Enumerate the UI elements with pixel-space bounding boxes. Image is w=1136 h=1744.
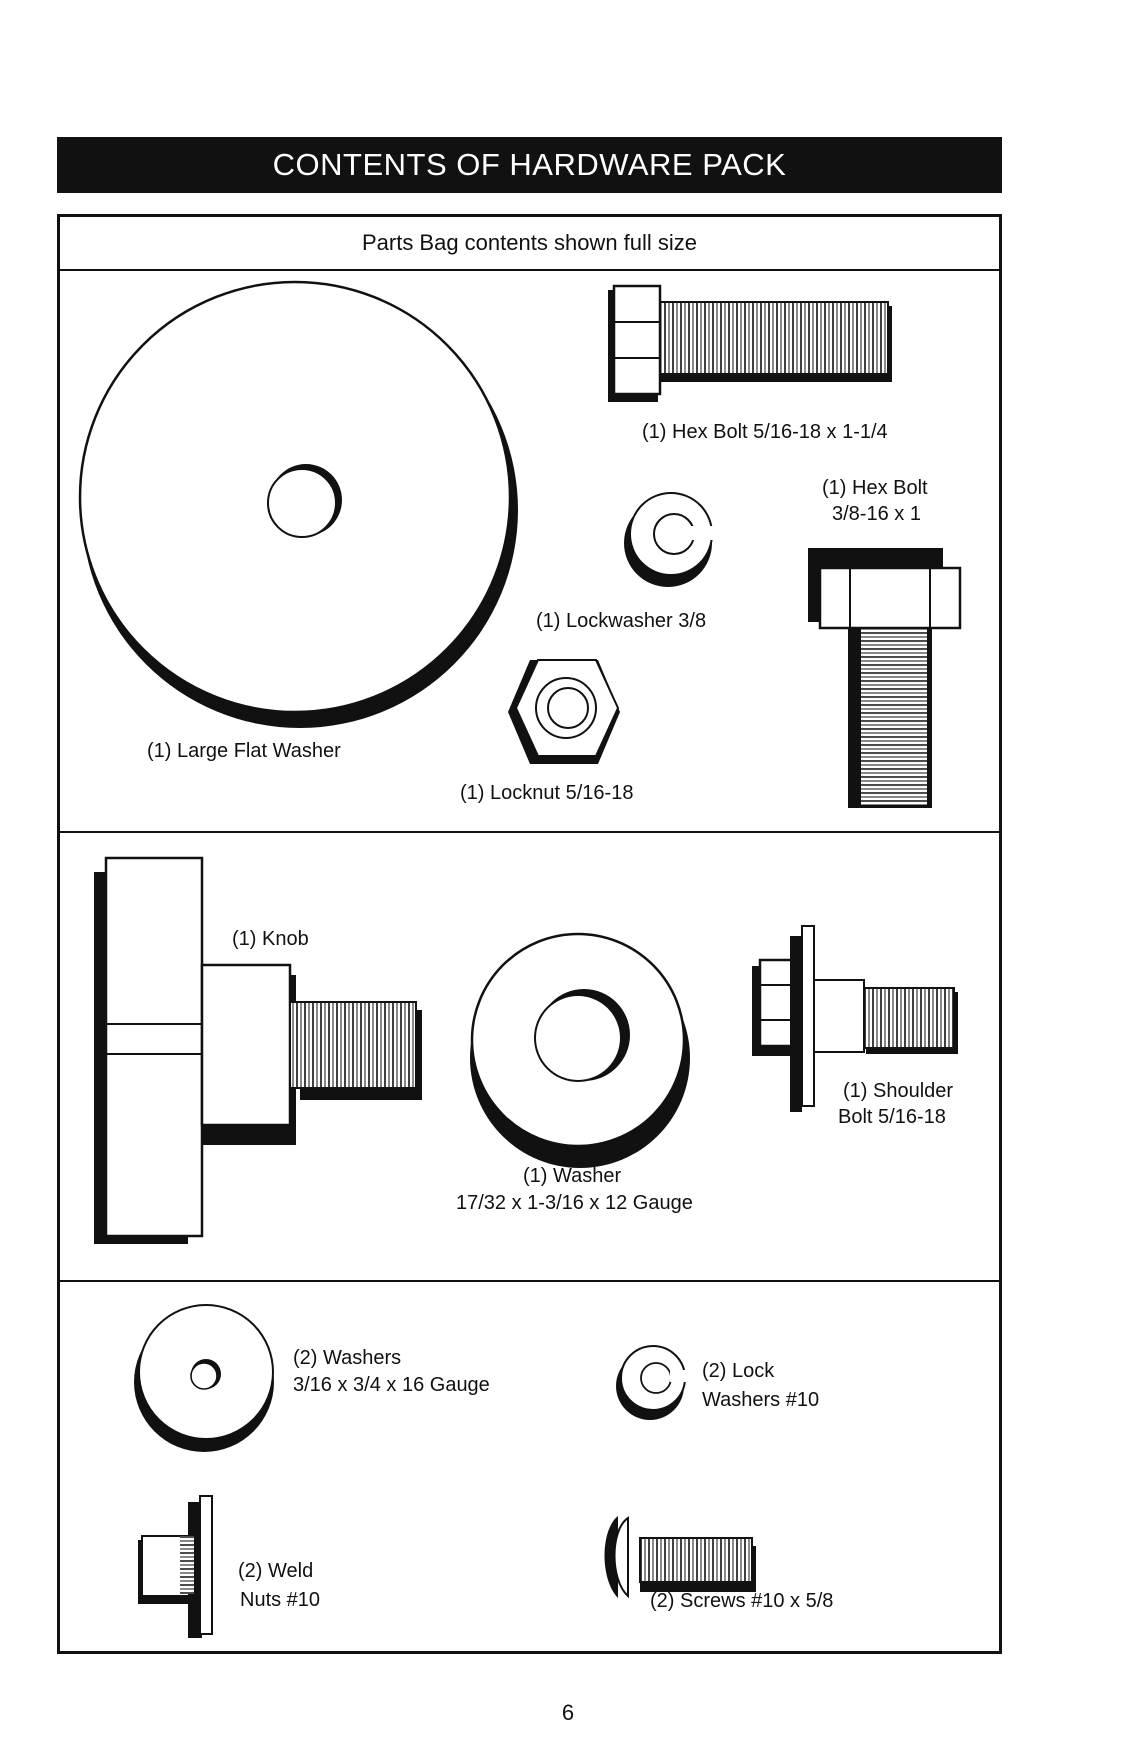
label-weld-nuts-2: Nuts #10 [240, 1589, 321, 1611]
label-large-flat-washer: (1) Large Flat Washer [147, 740, 341, 762]
label-lock-washers-2: Washers #10 [702, 1389, 820, 1411]
label-small-washers-1: (2) Washers [293, 1347, 402, 1369]
small-lockwasher-icon [616, 1345, 688, 1420]
label-screws: (2) Screws #10 x 5/8 [650, 1590, 834, 1612]
label-hex-bolt-large-1: (1) Hex Bolt [822, 477, 928, 499]
large-flat-washer-icon [78, 280, 518, 728]
washer-icon [470, 932, 690, 1168]
label-locknut: (1) Locknut 5/16-18 [460, 782, 634, 804]
shoulder-bolt-icon [752, 925, 958, 1112]
page-number: 6 [561, 1700, 575, 1725]
label-hex-bolt-large-2: 3/8-16 x 1 [832, 503, 921, 525]
label-lock-washers-1: (2) Lock [702, 1360, 775, 1382]
label-lockwasher: (1) Lockwasher 3/8 [536, 610, 707, 632]
section-divider-2 [60, 1280, 999, 1282]
label-washer-2: 17/32 x 1-3/16 x 12 Gauge [456, 1192, 693, 1214]
hex-bolt-small-icon [608, 284, 892, 402]
section-divider-1 [60, 831, 999, 833]
small-washer-icon [134, 1304, 274, 1452]
lockwasher-icon [624, 492, 716, 587]
locknut-icon [508, 659, 620, 764]
label-knob: (1) Knob [232, 928, 309, 950]
label-small-washers-2: 3/16 x 3/4 x 16 Gauge [293, 1374, 490, 1396]
hex-bolt-large-icon [808, 548, 962, 808]
weld-nut-icon [138, 1495, 213, 1638]
label-hex-bolt-small: (1) Hex Bolt 5/16-18 x 1-1/4 [642, 421, 888, 443]
frame-caption: Parts Bag contents shown full size [60, 217, 999, 271]
label-shoulder-bolt-1: (1) Shoulder [843, 1080, 954, 1102]
page-title: CONTENTS OF HARDWARE PACK [57, 137, 1002, 193]
label-shoulder-bolt-2: Bolt 5/16-18 [838, 1106, 946, 1128]
screw-icon [604, 1516, 756, 1599]
label-weld-nuts-1: (2) Weld [238, 1560, 314, 1582]
hardware-frame: Parts Bag contents shown full size [57, 214, 1002, 1654]
label-washer-1: (1) Washer [523, 1165, 622, 1187]
knob-icon [94, 856, 422, 1244]
